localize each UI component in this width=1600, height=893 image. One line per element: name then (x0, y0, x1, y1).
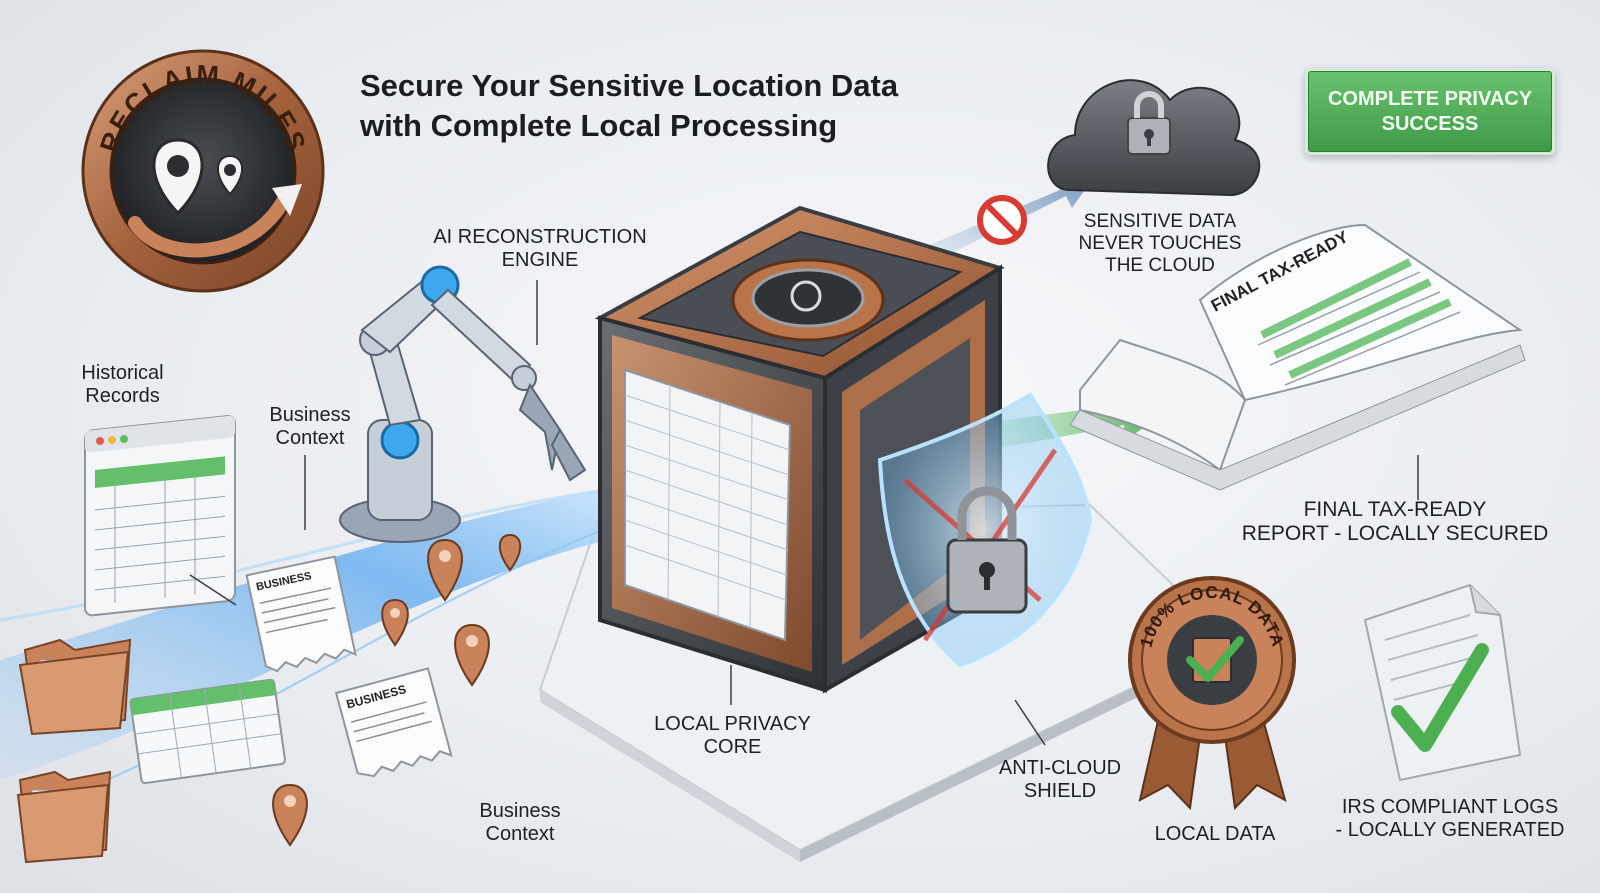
irs-compliant-document (1363, 583, 1522, 782)
folder-icon-2 (16, 770, 112, 864)
historical-records-label: Historical Records (55, 362, 190, 408)
business-top-line-2: Context (275, 427, 345, 449)
business-bottom-line-2: Context (485, 823, 555, 845)
ai-engine-line-1: AI RECONSTRUCTION (433, 226, 647, 248)
checkmark-icon (1186, 636, 1244, 682)
location-pin-icon-5 (498, 533, 522, 572)
business-bottom-line-1: Business (479, 800, 561, 822)
page-title: Secure Your Sensitive Location Data with… (360, 66, 1020, 147)
location-pin-icon-4 (272, 783, 308, 847)
cloud-label: SENSITIVE DATA NEVER TOUCHES THE CLOUD (1060, 211, 1260, 277)
business-receipt-2: BUSINESS (334, 667, 453, 778)
tax-report-line-2: REPORT - LOCALLY SECURED (1241, 522, 1549, 546)
mini-spreadsheet (129, 678, 286, 785)
location-pin-icon-3 (454, 623, 490, 687)
business-context-bottom-label: Business Context (455, 800, 585, 846)
historical-line-2: Records (85, 385, 160, 407)
logo-location-pin-icon (152, 138, 204, 216)
historical-records-window (84, 415, 236, 617)
tax-report-line-1: FINAL TAX-READY (1303, 498, 1487, 521)
privacy-core-line-2: CORE (703, 736, 762, 758)
cloud-line-1: SENSITIVE DATA (1083, 211, 1237, 232)
privacy-core-label: LOCAL PRIVACY CORE (640, 713, 825, 759)
shield-label: ANTI-CLOUD SHIELD (985, 757, 1135, 803)
shield-lock-icon (877, 392, 1093, 668)
shield-line-2: SHIELD (1023, 780, 1097, 802)
cloud-line-3: THE CLOUD (1105, 254, 1215, 276)
shield-line-1: ANTI-CLOUD (998, 757, 1122, 779)
folder-icon (18, 638, 132, 736)
irs-line-2: - LOCALLY GENERATED (1335, 819, 1565, 841)
robot-arm-icon (339, 265, 587, 543)
cloud-lock-icon (1047, 79, 1261, 197)
business-context-top-label: Business Context (245, 404, 375, 450)
location-pin-icon-2 (381, 598, 409, 647)
logo-arrow-icon (272, 184, 302, 216)
reclaim-miles-logo: RECLAIM MILES (81, 49, 325, 293)
local-data-label: LOCAL DATA (1140, 823, 1290, 846)
title-line-2: with Complete Local Processing (360, 108, 838, 144)
ai-engine-line-2: ENGINE (501, 249, 579, 271)
irs-checkmark-icon (1391, 643, 1489, 752)
title-line-1: Secure Your Sensitive Location Data (360, 68, 899, 103)
prohibited-icon (977, 195, 1027, 245)
irs-label: IRS COMPLIANT LOGS - LOCALLY GENERATED (1320, 796, 1580, 842)
historical-line-1: Historical (81, 362, 164, 384)
tax-report-label: FINAL TAX-READY REPORT - LOCALLY SECURED (1235, 498, 1555, 546)
badge-line-1: COMPLETE PRIVACY (1327, 87, 1533, 110)
privacy-core-line-1: LOCAL PRIVACY (654, 713, 811, 735)
local-data-seal: 100% LOCAL DATA (1128, 576, 1296, 811)
ai-engine-label: AI RECONSTRUCTION ENGINE (425, 226, 655, 272)
address-data-sheet (624, 368, 792, 642)
business-top-line-1: Business (269, 404, 351, 426)
location-pin-icon (427, 538, 463, 602)
badge-line-2: SUCCESS (1381, 112, 1479, 135)
business-receipt: BUSINESS (245, 555, 357, 673)
local-data-line-1: LOCAL DATA (1154, 823, 1276, 845)
privacy-success-badge: COMPLETE PRIVACY SUCCESS (1305, 68, 1555, 155)
cloud-line-2: NEVER TOUCHES (1078, 232, 1242, 254)
irs-line-1: IRS COMPLIANT LOGS (1341, 796, 1559, 818)
